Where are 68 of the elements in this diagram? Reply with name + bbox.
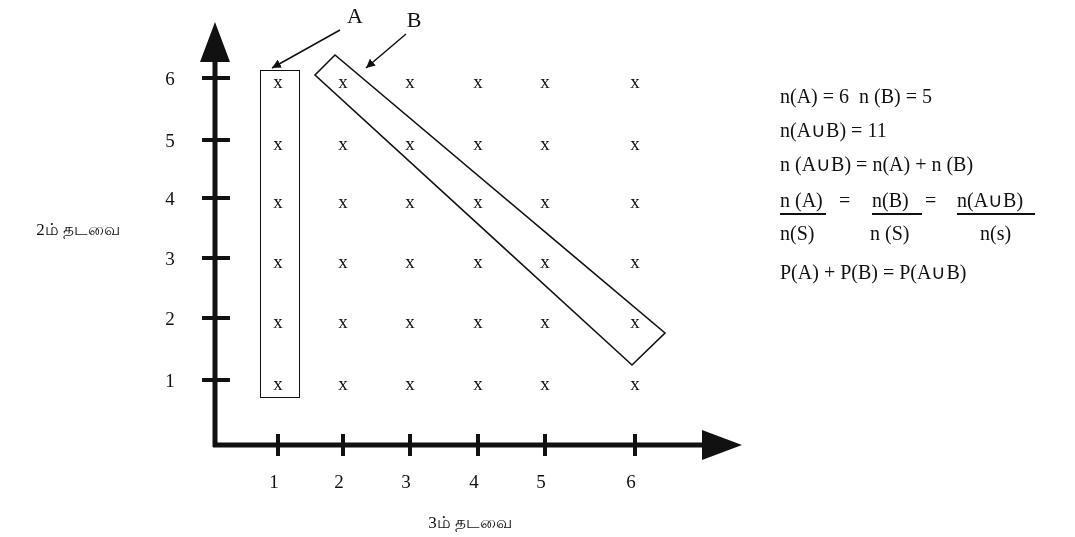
fraction-denominator: n(S)	[780, 223, 815, 243]
set-label: B	[406, 9, 422, 31]
x-mark: x	[338, 373, 348, 393]
equation: P(A) + P(B) = P(A∪B)	[780, 262, 967, 282]
x-mark: x	[473, 191, 483, 211]
x-mark: x	[473, 311, 483, 331]
equation: n(A∪B) = 11	[780, 120, 887, 140]
x-mark: x	[630, 191, 640, 211]
x-mark: x	[540, 191, 550, 211]
x-mark: x	[338, 133, 348, 153]
fraction-numerator: n(A∪B)	[957, 190, 1024, 210]
tick-label: 3	[401, 471, 411, 491]
tick-label: 1	[165, 370, 175, 390]
tick-label: 2	[334, 471, 344, 491]
set-outline	[260, 70, 300, 398]
tick-label: 5	[536, 471, 546, 491]
x-mark: x	[540, 311, 550, 331]
fraction-numerator: n(B)	[872, 190, 909, 210]
x-mark: x	[273, 133, 283, 153]
set-label: A	[347, 5, 363, 27]
x-mark: x	[338, 71, 348, 91]
leader-arrow	[271, 29, 341, 69]
x-mark: x	[473, 133, 483, 153]
tick-label: 5	[165, 130, 175, 150]
x-mark: x	[540, 71, 550, 91]
x-mark: x	[630, 133, 640, 153]
x-mark: x	[405, 71, 415, 91]
tick-label: 2	[165, 308, 175, 328]
x-mark: x	[405, 311, 415, 331]
x-mark: x	[273, 373, 283, 393]
x-mark: x	[338, 191, 348, 211]
fraction-denominator: n(s)	[980, 223, 1012, 243]
leader-arrow	[365, 33, 407, 69]
tick-label: 6	[626, 471, 636, 491]
tick-label: 1	[269, 471, 279, 491]
tick-label: 4	[469, 471, 479, 491]
fraction-denominator: n (S)	[870, 223, 910, 243]
x-mark: x	[273, 251, 283, 271]
equation: n (A∪B) = n(A) + n (B)	[780, 154, 974, 174]
equation: n(A) = 6 n (B) = 5	[780, 86, 932, 106]
x-mark: x	[338, 311, 348, 331]
x-mark: x	[540, 251, 550, 271]
fraction-numerator: n (A)	[780, 190, 823, 210]
x-mark: x	[473, 373, 483, 393]
x-mark: x	[273, 71, 283, 91]
equals-sign: =	[839, 190, 851, 210]
x-mark: x	[405, 133, 415, 153]
axis-title: 3ம் தடவை	[428, 513, 512, 531]
x-mark: x	[473, 71, 483, 91]
tick-label: 4	[165, 188, 175, 208]
x-mark: x	[273, 311, 283, 331]
x-mark: x	[630, 71, 640, 91]
x-mark: x	[473, 251, 483, 271]
axis-title: 2ம் தடவை	[36, 220, 120, 238]
x-mark: x	[540, 133, 550, 153]
set-outline	[314, 54, 666, 366]
x-mark: x	[630, 373, 640, 393]
x-mark: x	[630, 251, 640, 271]
x-mark: x	[405, 251, 415, 271]
tick-label: 3	[165, 248, 175, 268]
x-mark: x	[405, 191, 415, 211]
x-mark: x	[630, 311, 640, 331]
equals-sign: =	[925, 190, 937, 210]
x-mark: x	[338, 251, 348, 271]
x-mark: x	[273, 191, 283, 211]
x-mark: x	[540, 373, 550, 393]
tick-label: 6	[165, 68, 175, 88]
x-mark: x	[405, 373, 415, 393]
